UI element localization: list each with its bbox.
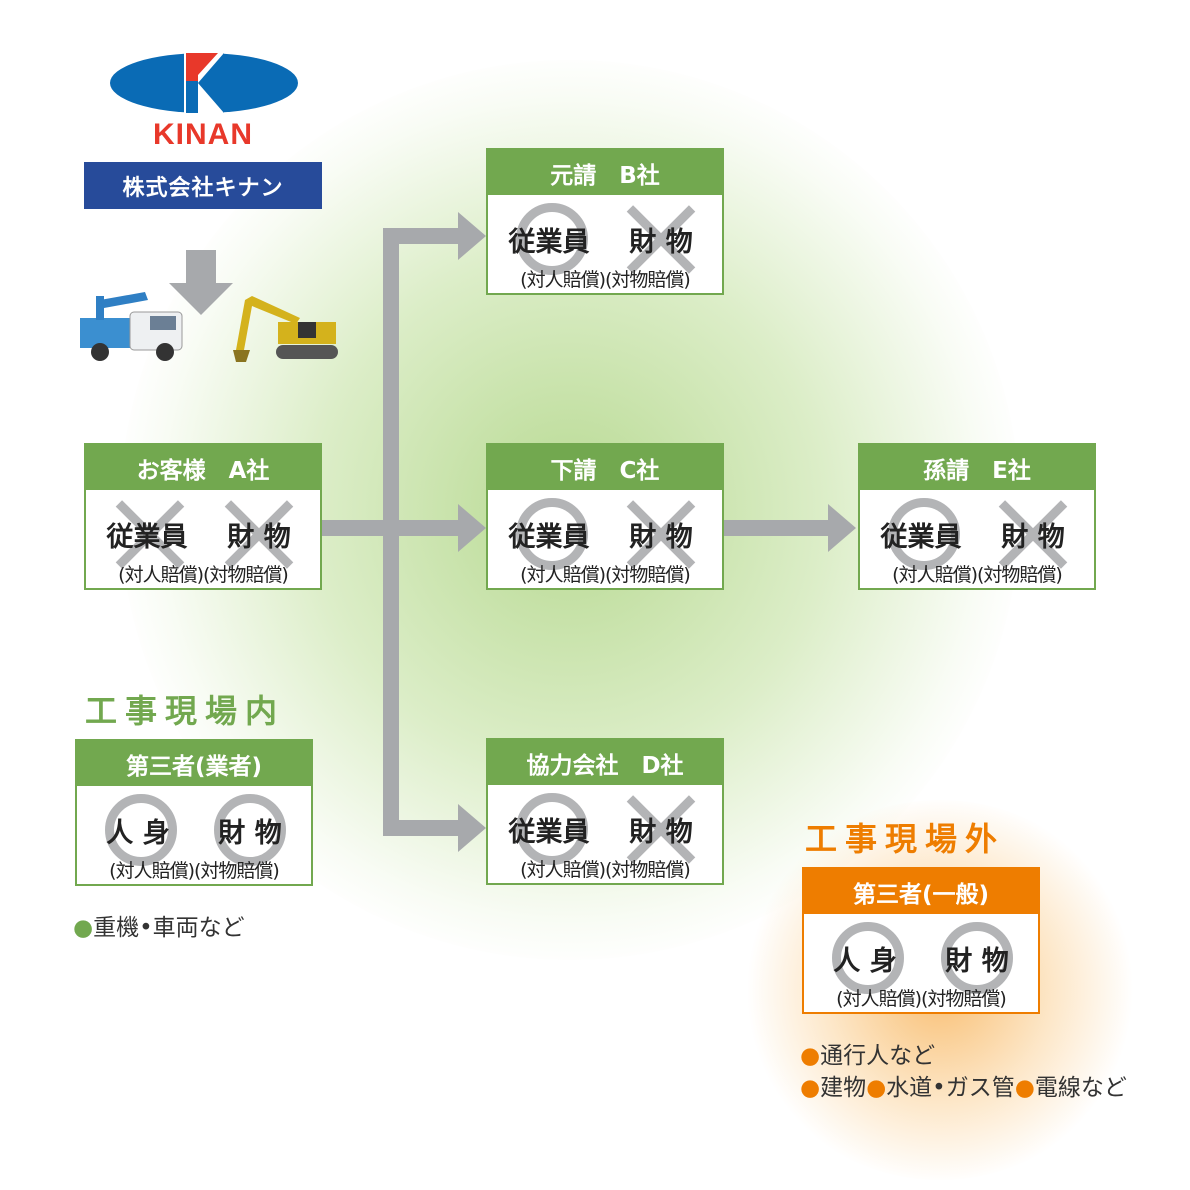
connector-a	[322, 520, 392, 536]
box-title: 下請 C社	[488, 445, 722, 490]
truck-image	[80, 292, 183, 361]
bullet-icon: ●	[800, 1075, 821, 1101]
box-title: お客様 A社	[86, 445, 320, 490]
employee-label: 従業員	[508, 522, 590, 553]
logo-wordmark: KINAN	[153, 118, 253, 151]
bullet-icon: ●	[73, 915, 94, 941]
company-name: 株式会社キナン	[84, 162, 322, 209]
compensation-label: (対人賠償)(対物賠償)	[836, 988, 1007, 1010]
property-label: 財 物	[629, 227, 693, 258]
employee-label: 従業員	[106, 522, 188, 553]
note-text: 建物	[820, 1075, 867, 1101]
note-outside-1: ●通行人など	[800, 1036, 935, 1070]
down-arrow	[169, 250, 233, 315]
box-title: 孫請 E社	[860, 445, 1094, 490]
box-title: 元請 B社	[488, 150, 722, 195]
excavator-image	[233, 296, 338, 362]
box-title: 第三者(業者)	[77, 741, 311, 786]
bullet-icon: ●	[800, 1043, 821, 1069]
compensation-label: (対人賠償)(対物賠償)	[892, 564, 1063, 586]
circle-covered-icon	[214, 794, 286, 866]
bullet-icon: ●	[866, 1075, 887, 1101]
circle-covered-icon	[941, 922, 1013, 994]
note-outside-2: ●建物●水道•ガス管●電線など	[800, 1068, 1127, 1102]
note-text: 通行人など	[820, 1043, 936, 1069]
circle-covered-icon	[888, 498, 960, 570]
arrow-to-d	[383, 804, 486, 852]
circle-covered-icon	[832, 922, 904, 994]
compensation-label: (対人賠償)(対物賠償)	[118, 564, 289, 586]
property-label: 財 物	[629, 522, 693, 553]
box-title: 第三者(一般)	[804, 869, 1038, 914]
circle-covered-icon	[105, 794, 177, 866]
box-sub-c: 下請 C社 従業員 財 物 (対人賠償)(対物賠償)	[486, 443, 724, 590]
employee-label: 従業員	[880, 522, 962, 553]
property-label: 財 物	[218, 818, 282, 849]
note-text: 重機•車両など	[93, 915, 245, 941]
heading-outside-site: 工事現場外	[805, 820, 1006, 858]
arrow-to-e	[724, 504, 856, 552]
box-third-party-contractor: 第三者(業者) 人 身 財 物 (対人賠償)(対物賠償)	[75, 739, 313, 886]
note-text: 水道•ガス管	[886, 1075, 1015, 1101]
employee-label: 従業員	[508, 817, 590, 848]
box-partner-d: 協力会社 D社 従業員 財 物 (対人賠償)(対物賠償)	[486, 738, 724, 885]
circle-covered-icon	[516, 498, 588, 570]
employee-label: 従業員	[508, 227, 590, 258]
bodily-label: 人 身	[833, 946, 897, 977]
box-third-party-general: 第三者(一般) 人 身 財 物 (対人賠償)(対物賠償)	[802, 867, 1040, 1014]
box-customer-a: お客様 A社 従業員 財 物 (対人賠償)(対物賠償)	[84, 443, 322, 590]
compensation-label: (対人賠償)(対物賠償)	[520, 564, 691, 586]
compensation-label: (対人賠償)(対物賠償)	[520, 859, 691, 881]
logo-k-mark	[184, 53, 224, 113]
heading-inside-site: 工事現場内	[85, 692, 286, 730]
box-title: 協力会社 D社	[488, 740, 722, 785]
note-inside: ●重機•車両など	[73, 908, 245, 942]
arrow-to-c	[383, 504, 486, 552]
circle-covered-icon	[516, 793, 588, 865]
box-subsub-e: 孫請 E社 従業員 財 物 (対人賠償)(対物賠償)	[858, 443, 1096, 590]
box-prime-b: 元請 B社 従業員 財 物 (対人賠償)(対物賠償)	[486, 148, 724, 295]
compensation-label: (対人賠償)(対物賠償)	[109, 860, 280, 882]
property-label: 財 物	[629, 817, 693, 848]
property-label: 財 物	[945, 946, 1009, 977]
property-label: 財 物	[1001, 522, 1065, 553]
circle-covered-icon	[516, 203, 588, 275]
property-label: 財 物	[227, 522, 291, 553]
compensation-label: (対人賠償)(対物賠償)	[520, 269, 691, 291]
bullet-icon: ●	[1014, 1075, 1035, 1101]
note-text: 電線など	[1034, 1075, 1127, 1101]
bodily-label: 人 身	[106, 818, 170, 849]
arrow-to-b	[383, 212, 486, 260]
